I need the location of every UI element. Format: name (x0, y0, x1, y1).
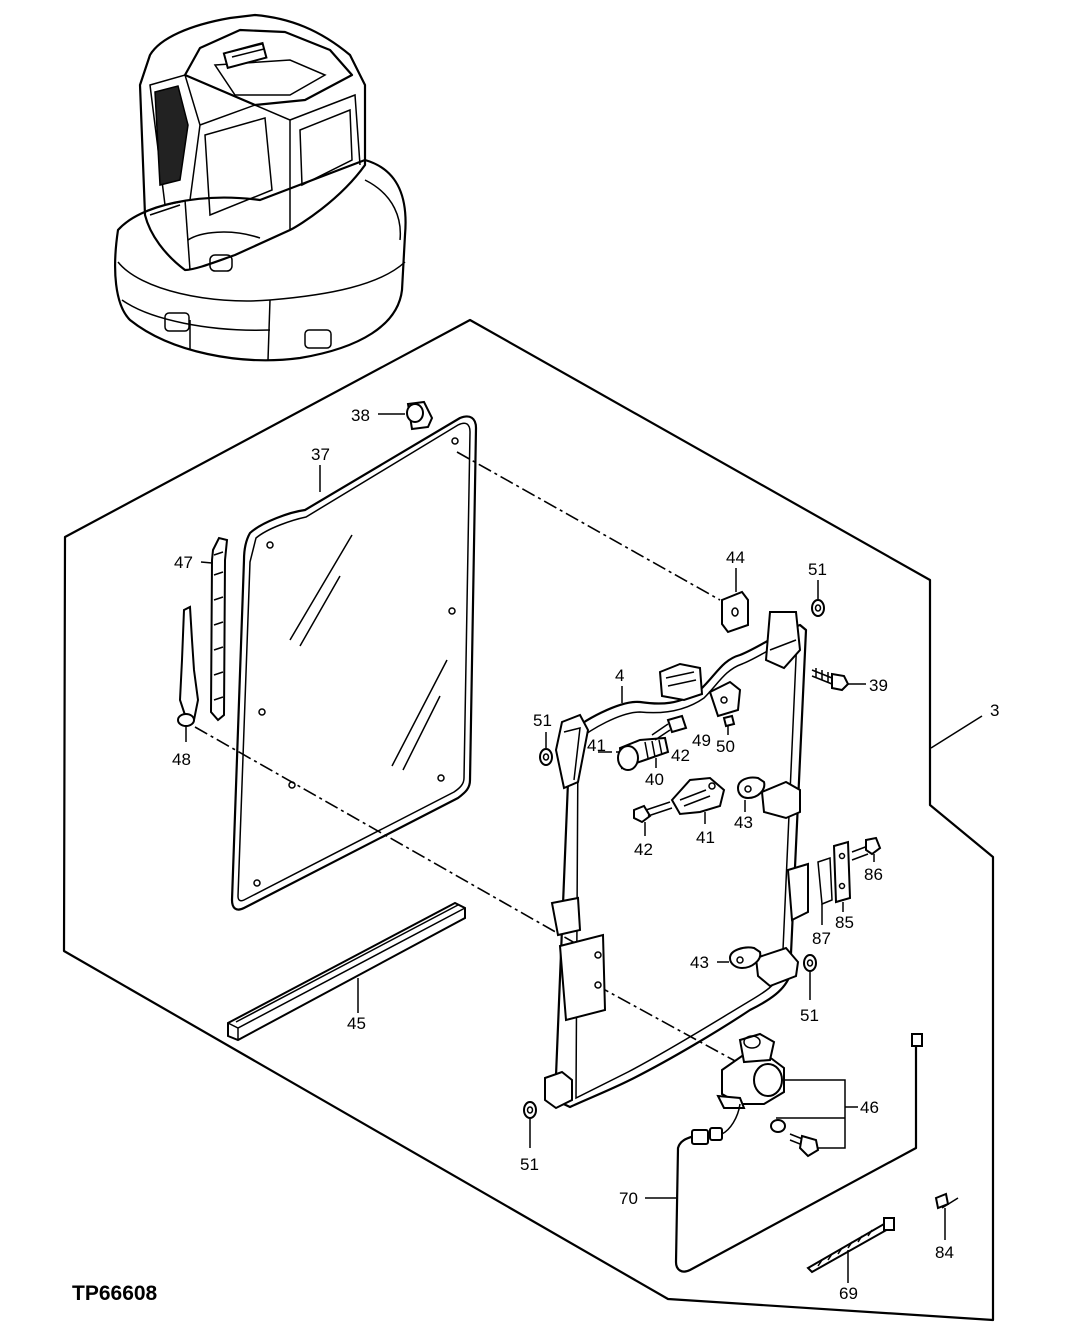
callout-42-upper: 42 (671, 746, 690, 765)
callout-40: 40 (645, 770, 664, 789)
hinge-49-50 (708, 680, 742, 735)
callout-69: 69 (839, 1284, 858, 1303)
callout-85: 85 (835, 913, 854, 932)
bolt-39 (811, 668, 866, 692)
callout-86: 86 (864, 865, 883, 884)
callout-4: 4 (615, 666, 624, 685)
callout-41-upper: 41 (587, 736, 606, 755)
callout-51-bottom: 51 (520, 1155, 539, 1174)
callout-50: 50 (716, 737, 735, 756)
striker-set (817, 836, 882, 925)
callout-43-upper: 43 (734, 813, 753, 832)
callout-87: 87 (812, 929, 831, 948)
callout-3: 3 (990, 701, 999, 720)
callout-51-left: 51 (533, 711, 552, 730)
plate-44 (721, 568, 749, 634)
cable-tie (806, 1217, 895, 1283)
seal-strip (227, 901, 466, 1042)
callout-49: 49 (692, 731, 711, 750)
rubber-grommet (378, 400, 434, 431)
alignment-lines (194, 451, 738, 1063)
plates-43 (717, 776, 766, 970)
callout-44: 44 (726, 548, 745, 567)
callout-48: 48 (172, 750, 191, 769)
callout-43-lower: 43 (690, 953, 709, 972)
callout-38: 38 (351, 406, 370, 425)
door-frame (544, 611, 809, 1110)
callout-42-lower: 42 (634, 840, 653, 859)
cab-illustration (114, 13, 407, 362)
callout-labels: 3 4 37 38 39 40 41 41 42 42 43 43 44 45 … (172, 406, 999, 1303)
callout-51-right: 51 (800, 1006, 819, 1025)
window-glass (230, 415, 478, 911)
callout-39: 39 (869, 676, 888, 695)
lock-mechanism (617, 714, 726, 836)
callout-41-lower: 41 (696, 828, 715, 847)
wiper-arm (177, 605, 200, 742)
leader-lines (319, 465, 983, 749)
callout-45: 45 (347, 1014, 366, 1033)
assembly-outline (62, 318, 995, 1322)
callout-84: 84 (935, 1243, 954, 1262)
clip-84 (934, 1192, 959, 1240)
motor-assembly (716, 1032, 858, 1158)
callout-46: 46 (860, 1098, 879, 1117)
wire-harness (645, 1033, 923, 1273)
wiper-blade (200, 536, 229, 722)
washers (523, 580, 825, 1148)
figure-id: TP66608 (72, 1282, 158, 1305)
callout-47: 47 (174, 553, 193, 572)
callout-37: 37 (311, 445, 330, 464)
callout-70: 70 (619, 1189, 638, 1208)
callout-51-top-right: 51 (808, 560, 827, 579)
